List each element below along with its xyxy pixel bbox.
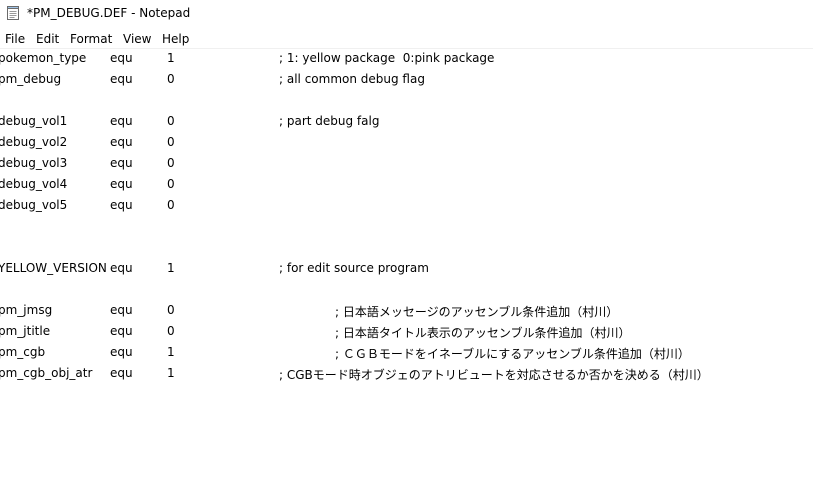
line-comment: ; ＣＧＢモードをイネーブルにするアッセンブル条件追加（村川） bbox=[335, 347, 690, 361]
directive: equ bbox=[110, 114, 133, 128]
symbol-name: debug_vol4 bbox=[0, 177, 68, 191]
editor-line: pm_jmsg equ 0 ; 日本語メッセージのアッセンブル条件追加（村川） bbox=[0, 303, 813, 324]
editor-line bbox=[0, 93, 813, 114]
notepad-icon bbox=[7, 6, 19, 20]
menu-format[interactable]: Format bbox=[70, 32, 113, 46]
line-comment: ; for edit source program bbox=[279, 261, 429, 275]
window-title: *PM_DEBUG.DEF - Notepad bbox=[27, 6, 191, 20]
directive: equ bbox=[110, 135, 133, 149]
menu-bar: File Edit Format View Help bbox=[0, 29, 813, 49]
symbol-value: 1 bbox=[167, 366, 175, 380]
symbol-name: debug_vol5 bbox=[0, 198, 68, 212]
symbol-value: 0 bbox=[167, 156, 175, 170]
symbol-name: debug_vol1 bbox=[0, 114, 68, 128]
symbol-name: pm_cgb_obj_atr bbox=[0, 366, 93, 380]
symbol-name: pm_jmsg bbox=[0, 303, 53, 317]
symbol-value: 0 bbox=[167, 177, 175, 191]
directive: equ bbox=[110, 345, 133, 359]
symbol-name: YELLOW_VERSION bbox=[0, 261, 107, 275]
editor-line bbox=[0, 219, 813, 240]
symbol-name: pm_jtitle bbox=[0, 324, 51, 338]
line-comment: ; all common debug flag bbox=[279, 72, 425, 86]
editor-line: pokemon_type equ 1 ; 1: yellow package 0:pi… bbox=[0, 51, 813, 72]
editor-line: pm_cgb equ 1 ; ＣＧＢモードをイネーブルにするアッセンブル条件追加（村川… bbox=[0, 345, 813, 366]
symbol-value: 0 bbox=[167, 303, 175, 317]
symbol-name: debug_vol2 bbox=[0, 135, 68, 149]
symbol-name: pm_cgb bbox=[0, 345, 46, 359]
line-comment: ; 1: yellow package 0:pink package bbox=[279, 51, 495, 65]
symbol-value: 0 bbox=[167, 324, 175, 338]
symbol-value: 1 bbox=[167, 51, 175, 65]
line-comment: ; 日本語メッセージのアッセンブル条件追加（村川） bbox=[335, 305, 619, 319]
line-comment: ; 日本語タイトル表示のアッセンブル条件追加（村川） bbox=[335, 326, 631, 340]
menu-help[interactable]: Help bbox=[162, 32, 190, 46]
symbol-value: 0 bbox=[167, 198, 175, 212]
directive: equ bbox=[110, 156, 133, 170]
editor-line: pm_cgb_obj_atr equ 1 ; CGBモード時オブジェのアトリビュートを… bbox=[0, 366, 813, 387]
directive: equ bbox=[110, 198, 133, 212]
title-bar[interactable]: *PM_DEBUG.DEF - Notepad bbox=[0, 0, 813, 28]
editor-line bbox=[0, 240, 813, 261]
editor-line: debug_vol3 equ 0 bbox=[0, 156, 813, 177]
editor-line: debug_vol5 equ 0 bbox=[0, 198, 813, 219]
editor-line: debug_vol4 equ 0 bbox=[0, 177, 813, 198]
symbol-name: debug_vol3 bbox=[0, 156, 68, 170]
directive: equ bbox=[110, 303, 133, 317]
directive: equ bbox=[110, 177, 133, 191]
directive: equ bbox=[110, 72, 133, 86]
line-comment: ; part debug falg bbox=[279, 114, 380, 128]
symbol-value: 1 bbox=[167, 261, 175, 275]
symbol-name: pokemon_type bbox=[0, 51, 87, 65]
directive: equ bbox=[110, 324, 133, 338]
symbol-name: pm_debug bbox=[0, 72, 62, 86]
symbol-value: 0 bbox=[167, 135, 175, 149]
menu-edit[interactable]: Edit bbox=[36, 32, 60, 46]
menu-view[interactable]: View bbox=[123, 32, 152, 46]
symbol-value: 1 bbox=[167, 345, 175, 359]
menu-file[interactable]: File bbox=[5, 32, 26, 46]
directive: equ bbox=[110, 51, 133, 65]
editor-line: debug_vol2 equ 0 bbox=[0, 135, 813, 156]
line-comment: ; CGBモード時オブジェのアトリビュートを対応させるか否かを決める（村川） bbox=[279, 368, 709, 382]
symbol-value: 0 bbox=[167, 72, 175, 86]
symbol-value: 0 bbox=[167, 114, 175, 128]
directive: equ bbox=[110, 261, 133, 275]
directive: equ bbox=[110, 366, 133, 380]
editor-line: pm_debug equ 0 ; all common debug flag bbox=[0, 72, 813, 93]
editor-line bbox=[0, 282, 813, 303]
editor-line: debug_vol1 equ 0 ; part debug falg bbox=[0, 114, 813, 135]
editor-line: pm_jtitle equ 0 ; 日本語タイトル表示のアッセンブル条件追加（村川） bbox=[0, 324, 813, 345]
